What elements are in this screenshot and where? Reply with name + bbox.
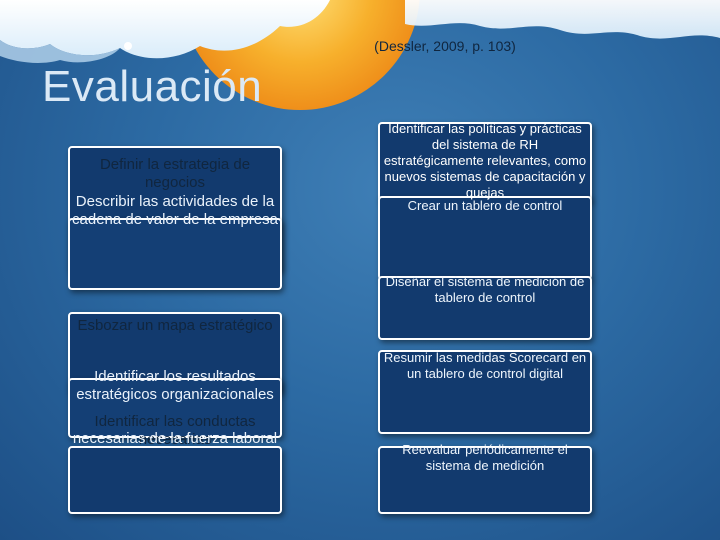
step-label-6: necesarias de la fuerza laboral — [72, 430, 278, 447]
step-label-9: Diseñar el sistema de medición de tabler… — [385, 274, 585, 305]
step-label-8: Crear un tablero de control — [407, 198, 563, 213]
cloud-shape-left — [0, 0, 330, 59]
step-box-5 — [68, 446, 282, 514]
step-label-3: Esbozar un mapa estratégico — [77, 317, 273, 334]
step-label-2: Describir las actividades de la cadena d… — [72, 193, 278, 228]
slide-title: Evaluación — [42, 62, 263, 111]
step-box-4 — [68, 378, 282, 438]
citation-text: (Dessler, 2009, p. 103) — [374, 38, 516, 54]
step-box-6 — [378, 122, 592, 202]
step-label-11: Reevaluar periódicamente el sistema de m… — [402, 442, 568, 473]
step-box-8 — [378, 276, 592, 340]
cloud-shadow — [0, 40, 120, 63]
cloud-dot — [124, 42, 132, 50]
step-label-1: Definir la estrategia de negocios — [99, 156, 251, 191]
step-label-7: Identificar las políticas y prácticas de… — [383, 121, 587, 200]
step-box-2 — [68, 218, 282, 290]
step-label-10: Resumir las medidas Scorecard en un tabl… — [383, 350, 587, 381]
step-box-10 — [378, 446, 592, 514]
step-box-9 — [378, 350, 592, 434]
header-decoration — [0, 0, 720, 110]
step-label-5: Identificar las conductas necesarias — [94, 413, 256, 448]
cloud-shape-right — [0, 0, 720, 39]
step-label-4: Identificar los resultados estratégicos … — [76, 368, 274, 403]
step-box-7 — [378, 196, 592, 280]
